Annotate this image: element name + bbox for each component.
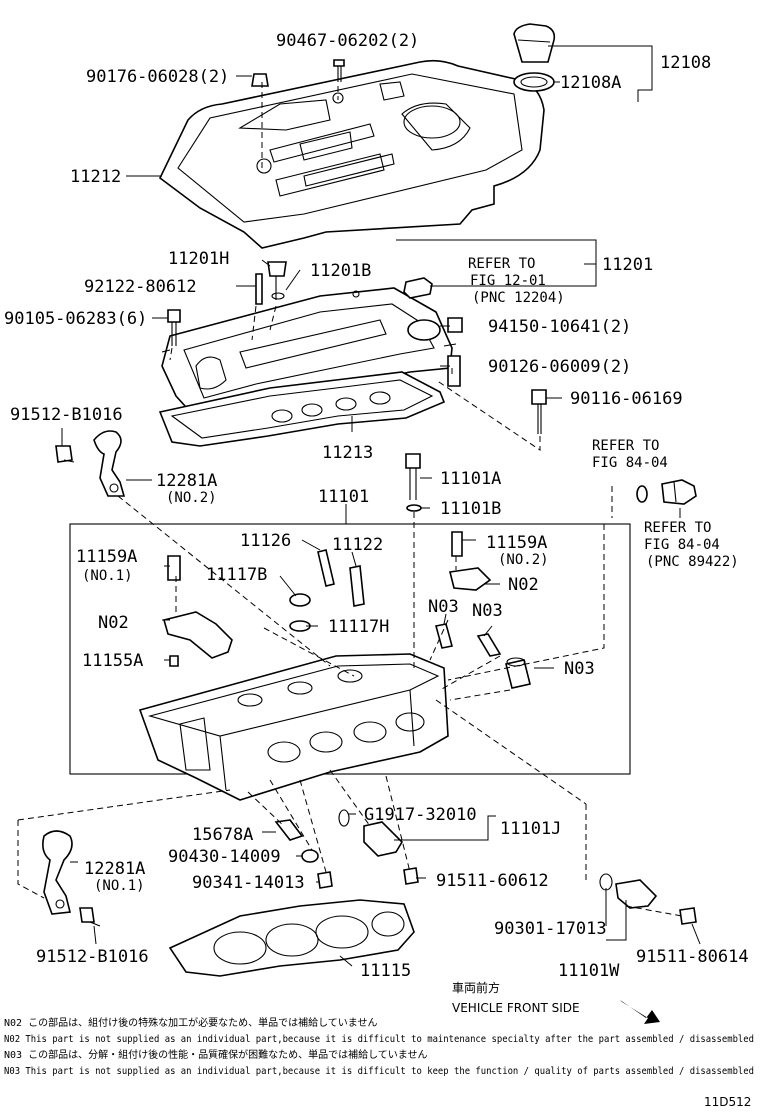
oil-pressure-sensor [636,479,697,505]
label-refer1-l3: (PNC 12204) [472,290,565,306]
label-11212: 11212 [70,167,121,187]
label-12281A-no2: 12281A [156,471,217,491]
label-90176: 90176-06028(2) [86,67,229,87]
label-11101J: 11101J [500,819,561,839]
label-front-jp: 車両前方 [452,980,500,995]
label-11122: 11122 [332,535,383,555]
label-refer2-l2: FIG 84-04 [592,455,668,471]
label-11117B: 11117B [206,565,267,585]
note-line: N02 この部品は、組付け後の特殊な加工が必要なため、単品では補給していません [4,1016,377,1029]
label-11126: 11126 [240,531,291,551]
label-11159A-no1-sub: (NO.1) [82,568,133,584]
valve-guides [289,549,365,632]
label-refer3-l1: REFER TO [644,520,711,536]
label-refer2-l1: REFER TO [592,438,659,454]
note-line: N02 This part is not supplied as an indi… [4,1034,754,1045]
head-bolt [405,453,422,512]
bolt-91512-b [79,907,95,923]
label-11159A-no1: 11159A [76,547,137,567]
bolt-91512-a [55,445,73,463]
label-12281A-no1-sub: (NO.1) [94,878,145,894]
label-12281A-no1: 12281A [84,859,145,879]
front-direction-arrow-icon [620,1000,660,1024]
label-11201B: 11201B [310,261,371,281]
label-94150: 94150-10641(2) [488,317,631,337]
label-N03-b: N03 [472,601,503,621]
label-11155A: 11155A [82,651,143,671]
label-90430: 90430-14009 [168,847,281,867]
label-N03-a: N03 [428,597,459,617]
label-90126: 90126-06009(2) [488,357,631,377]
label-11101W: 11101W [558,961,620,981]
engine-hanger-no2 [93,430,126,497]
label-90116: 90116-06169 [570,389,683,409]
label-90301: 90301-17013 [494,919,607,939]
label-front-en: VEHICLE FRONT SIDE [452,1001,580,1015]
oil-filler-cap [513,23,556,92]
label-11213: 11213 [322,443,373,463]
cylinder-head [138,653,449,801]
label-N03-c: N03 [564,659,595,679]
diagram-code: 11D512 [704,1095,751,1109]
label-90467: 90467-06202(2) [276,31,419,51]
label-12108A: 12108A [560,73,621,93]
label-91512-b: 91512-B1016 [36,947,149,967]
label-11201H: 11201H [168,249,229,269]
cylinder-head-box [69,523,631,775]
label-refer1-l2: FIG 12-01 [470,273,546,289]
camshaft-position-sensor [338,809,419,885]
label-92122: 92122-80612 [84,277,197,297]
dowel-pins [435,623,531,689]
plugs-and-bolts [274,819,333,889]
label-11101A: 11101A [440,469,501,489]
label-refer1-l1: REFER TO [468,256,535,272]
label-11101B: 11101B [440,499,501,519]
label-G1917: G1917-32010 [364,805,477,825]
footnotes: N02 この部品は、組付け後の特殊な加工が必要なため、単品では補給していません … [4,1016,754,1077]
label-refer3-l2: FIG 84-04 [644,537,720,553]
label-N02-right: N02 [508,575,539,595]
label-11117H: 11117H [328,617,389,637]
label-15678A: 15678A [192,825,253,845]
engine-hanger-no1 [42,830,73,915]
engine-cover [158,59,545,249]
cover-bolts [251,59,345,87]
label-91512-a: 91512-B1016 [10,405,123,425]
vvt-sensor [599,873,697,925]
note-line: N03 This part is not supplied as an indi… [4,1066,754,1077]
head-gasket [168,899,415,977]
label-11201: 11201 [602,255,653,275]
label-90341: 90341-14013 [192,873,305,893]
label-12281A-no2-sub: (NO.2) [166,490,217,506]
label-11115: 11115 [360,961,411,981]
note-line: N03 この部品は、分解・組付け後の性能・品質確保が困難なため、単品では補給して… [4,1048,427,1061]
label-11159A-no2-sub: (NO.2) [498,552,549,568]
camshaft-bearing-caps [163,531,492,667]
callout-labels: 90467-06202(2) 12108 90176-06028(2) 1210… [4,31,749,1015]
label-91511-b: 91511-80614 [636,947,749,967]
label-N02-left: N02 [98,613,129,633]
head-cover-gasket [158,371,446,447]
label-refer3-l3: (PNC 89422) [646,554,739,570]
label-11159A-no2: 11159A [486,533,547,553]
head-cover-bolts [167,261,547,434]
label-90105: 90105-06283(6) [4,309,147,329]
label-91511-a: 91511-60612 [436,871,549,891]
label-11101: 11101 [318,487,369,507]
label-12108: 12108 [660,53,711,73]
cylinder-head-cover [161,277,457,419]
